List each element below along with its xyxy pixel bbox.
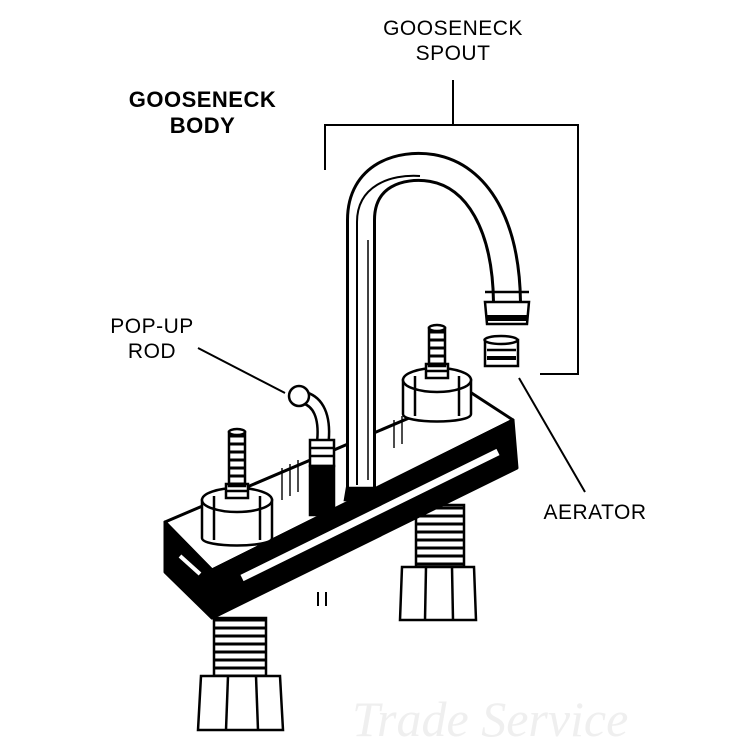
gooseneck-spout <box>346 152 529 490</box>
popup-rod-lower <box>317 592 327 606</box>
popup-rod-label: POP-UP ROD <box>110 315 194 364</box>
left-supply-shank <box>196 616 285 732</box>
spout-bracket <box>324 80 579 375</box>
spout-base <box>343 486 382 502</box>
aerator-leader <box>518 377 586 493</box>
spout-tip <box>483 300 531 326</box>
aerator-part <box>483 334 520 368</box>
right-supply-shank <box>398 503 478 622</box>
right-handle <box>401 323 473 423</box>
gooseneck-body-label: GOOSENECK BODY <box>128 87 277 139</box>
popup-rod-part <box>287 384 336 517</box>
deck-shading <box>281 416 403 500</box>
left-handle <box>200 427 274 547</box>
trade-service-watermark: Trade Service <box>352 691 629 747</box>
popup-rod-leader <box>197 347 286 394</box>
gooseneck-spout-label: GOOSENECK SPOUT <box>383 17 523 66</box>
aerator-label: AERATOR <box>543 501 647 524</box>
